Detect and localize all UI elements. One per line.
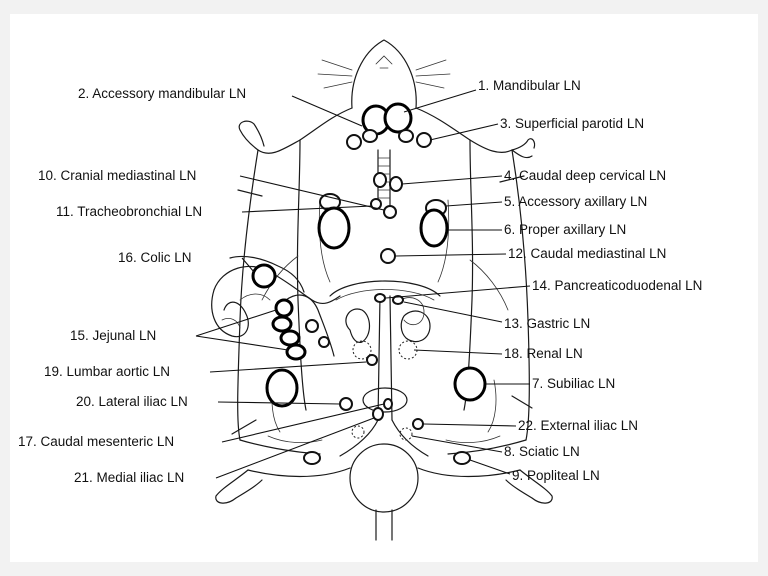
drawing-panel xyxy=(10,14,758,562)
label-tracheobronchial-ln: 11. Tracheobronchial LN xyxy=(56,204,202,219)
label-cranial-mediastinal-ln: 10. Cranial mediastinal LN xyxy=(38,168,196,183)
label-sciatic-ln: 8. Sciatic LN xyxy=(504,444,580,459)
popliteal-ln-right xyxy=(453,451,471,465)
renal-ln-left xyxy=(352,340,372,360)
caudal-mesenteric-ln xyxy=(383,398,393,410)
label-accessory-mandibular-ln: 2. Accessory mandibular LN xyxy=(78,86,246,101)
label-caudal-deep-cervical-ln: 4. Caudal deep cervical LN xyxy=(504,168,666,183)
jejunal-ln-1 xyxy=(274,298,294,318)
caudal-mediastinal-ln xyxy=(380,248,396,264)
sciatic-ln-left xyxy=(351,425,365,439)
jejunal-ln-5 xyxy=(305,319,319,333)
label-popliteal-ln: 9. Popliteal LN xyxy=(512,468,600,483)
jejunal-ln-2 xyxy=(271,315,293,333)
caudal-deep-cervical-ln-left xyxy=(373,172,387,188)
popliteal-ln-left xyxy=(303,451,321,465)
label-gastric-ln: 13. Gastric LN xyxy=(504,316,590,331)
lymph-nodes xyxy=(251,102,487,465)
jejunal-ln-6 xyxy=(318,336,330,348)
mouse-body-outline xyxy=(215,39,553,541)
pancreaticoduodenal-ln xyxy=(374,293,386,303)
caudal-deep-cervical-ln-right xyxy=(389,176,403,192)
proper-axillary-ln-left xyxy=(317,206,351,250)
lateral-iliac-ln xyxy=(339,397,353,411)
label-colic-ln: 16. Colic LN xyxy=(118,250,192,265)
tracheobronchial-ln-left xyxy=(370,198,382,210)
cranial-mediastinal-ln xyxy=(383,205,397,219)
colic-ln xyxy=(251,263,277,289)
proper-axillary-ln-right xyxy=(419,208,449,248)
label-caudal-mesenteric-ln: 17. Caudal mesenteric LN xyxy=(18,434,174,449)
label-subiliac-ln: 7. Subiliac LN xyxy=(532,376,615,391)
label-lateral-iliac-ln: 20. Lateral iliac LN xyxy=(76,394,188,409)
accessory-mandibular-ln-left xyxy=(362,129,378,143)
jejunal-ln-3 xyxy=(279,329,301,347)
jejunal-ln-4 xyxy=(285,343,307,361)
label-proper-axillary-ln: 6. Proper axillary LN xyxy=(504,222,626,237)
label-superficial-parotid-ln: 3. Superficial parotid LN xyxy=(500,116,644,131)
label-medial-iliac-ln: 21. Medial iliac LN xyxy=(74,470,184,485)
subiliac-ln-right xyxy=(453,366,487,402)
label-caudal-mediastinal-ln: 12. Caudal mediastinal LN xyxy=(508,246,666,261)
labels: 1. Mandibular LN 2. Accessory mandibular… xyxy=(18,78,702,485)
external-iliac-ln xyxy=(412,418,424,430)
label-mandibular-ln: 1. Mandibular LN xyxy=(478,78,581,93)
subiliac-ln-left xyxy=(265,368,299,408)
gastric-ln xyxy=(392,295,404,305)
accessory-mandibular-ln-right xyxy=(398,129,414,143)
label-renal-ln: 18. Renal LN xyxy=(504,346,583,361)
label-pancreaticoduodenal-ln: 14. Pancreaticoduodenal LN xyxy=(532,278,702,293)
label-external-iliac-ln: 22. External iliac LN xyxy=(518,418,638,433)
superficial-parotid-ln-left xyxy=(346,134,362,150)
label-accessory-axillary-ln: 5. Accessory axillary LN xyxy=(504,194,647,209)
label-jejunal-ln: 15. Jejunal LN xyxy=(70,328,156,343)
mandibular-ln-right xyxy=(383,102,413,134)
leader-lines xyxy=(195,89,531,479)
sciatic-ln-right xyxy=(399,427,413,441)
superficial-parotid-ln-right xyxy=(416,132,432,148)
lumbar-aortic-ln xyxy=(366,354,378,366)
medial-iliac-ln xyxy=(372,407,384,421)
label-lumbar-aortic-ln: 19. Lumbar aortic LN xyxy=(44,364,170,379)
